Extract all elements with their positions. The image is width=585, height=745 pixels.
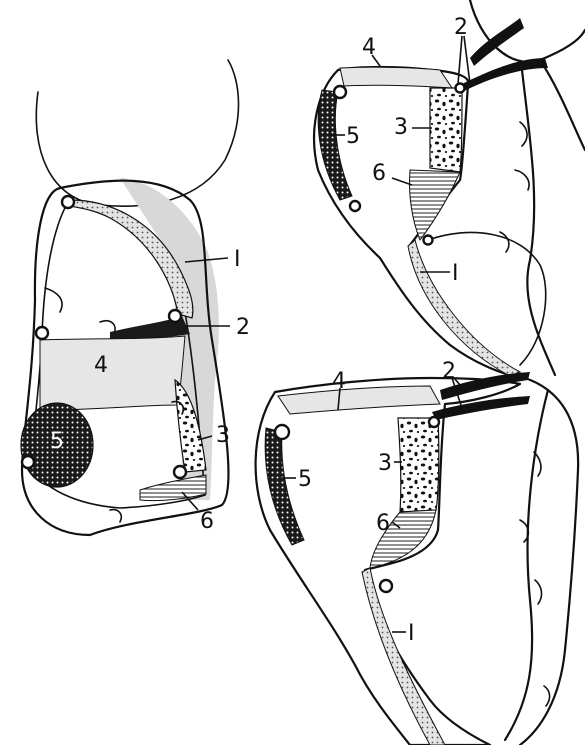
left-label-5: 5 [50,429,64,454]
upper-right-label-1: I [452,261,459,286]
lower-right-label-5: 5 [298,467,312,492]
lower-right-label-6: 6 [376,511,390,536]
lower-right-region-1 [362,568,445,745]
upper-right-side-edge [522,70,555,375]
lower-right-label-3: 3 [378,451,392,476]
left-label-2: 2 [236,315,250,340]
upper-right-neighbor-tooth [540,60,585,150]
upper-right-label-6: 6 [372,161,386,186]
lower-right-label-4: 4 [332,369,346,394]
upper-right-region-3 [430,88,462,172]
upper-right-label-2: 2 [454,15,468,40]
lower-right-label-1: I [408,621,415,646]
lower-right-region-2b [432,396,530,420]
upper-right-break-marks [500,122,529,252]
left-label-1: I [234,247,241,272]
upper-right-tooth-view: 4 2 5 3 6 I [314,0,585,378]
upper-right-label-4: 4 [362,35,376,60]
lower-right-region-3 [398,418,439,512]
upper-right-region-2b [470,18,524,66]
lower-right-tooth-view: 4 2 5 3 6 I [256,359,579,745]
lower-right-label-2: 2 [442,359,456,384]
left-label-3: 3 [216,423,230,448]
upper-right-label-5: 5 [346,124,360,149]
upper-right-region-6 [409,170,460,240]
lower-right-inner-edge [505,390,548,740]
upper-right-region-4 [340,67,452,88]
left-tooth-view: I 2 4 5 3 6 [21,60,250,535]
upper-right-label-3: 3 [394,115,408,140]
lower-right-break-marks [520,452,550,706]
lower-right-region-4 [278,386,440,414]
left-label-4: 4 [94,353,108,378]
left-region-4 [40,336,185,410]
left-label-6: 6 [200,509,214,534]
